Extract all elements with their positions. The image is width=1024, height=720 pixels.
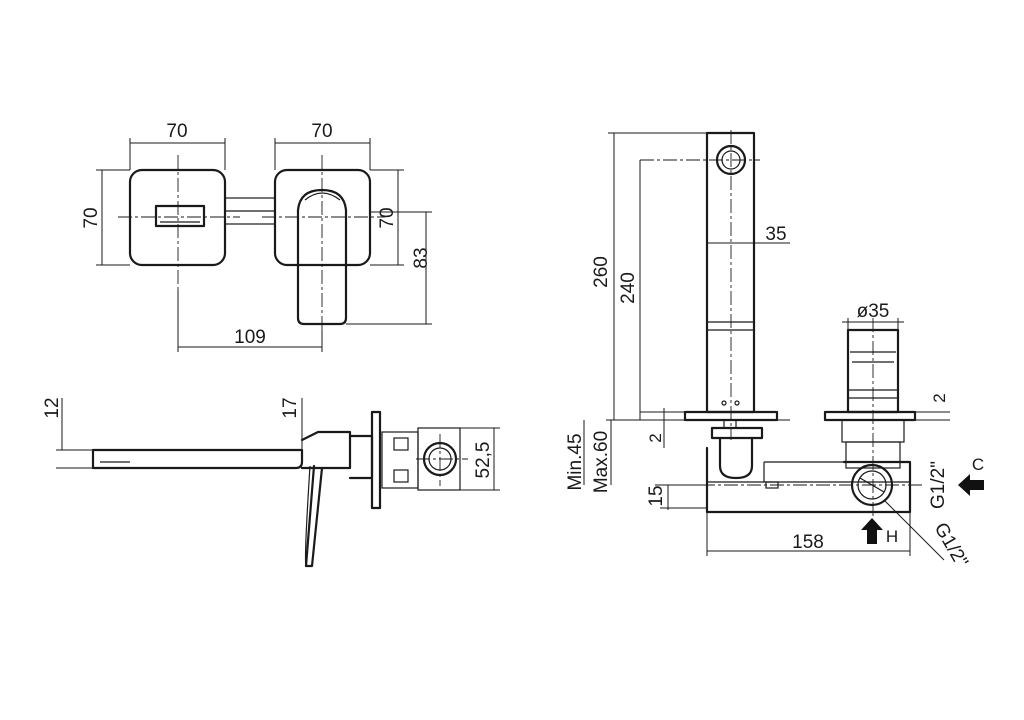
arrow-hot-icon bbox=[861, 518, 883, 544]
dim-inlet-offset: 15 bbox=[646, 485, 667, 506]
label-hot: H bbox=[886, 527, 898, 546]
mixer-wall-plate bbox=[823, 410, 917, 422]
right-plate bbox=[273, 168, 372, 267]
dim-cartridge-diameter: ø35 bbox=[857, 301, 890, 322]
dim-width-left: 70 bbox=[166, 121, 187, 142]
section-view: 260 240 35 ø35 2 2 Min.45 Max.60 15 bbox=[565, 130, 984, 571]
dim-handle-depth: 83 bbox=[411, 247, 432, 268]
front-view: 70 70 70 70 83 109 bbox=[81, 121, 432, 352]
valve-body bbox=[381, 431, 419, 489]
cartridge bbox=[846, 328, 900, 414]
side-view: 12 17 52,5 bbox=[42, 397, 500, 568]
label-cold: C bbox=[972, 455, 984, 474]
dim-spout-width: 35 bbox=[765, 224, 786, 245]
dim-outlet-height: 240 bbox=[618, 272, 639, 304]
dim-spout-thickness: 12 bbox=[42, 397, 63, 418]
dim-plate-gap-left: 2 bbox=[646, 433, 665, 442]
spout-body bbox=[300, 430, 352, 470]
dim-height-right: 70 bbox=[377, 207, 398, 228]
dim-spacing: 109 bbox=[234, 327, 266, 348]
dim-handle-offset: 17 bbox=[280, 397, 301, 418]
dim-body-length: 158 bbox=[792, 532, 824, 553]
dim-min-depth: Min.45 bbox=[565, 433, 586, 490]
spout bbox=[91, 448, 304, 470]
dim-height-left: 70 bbox=[81, 207, 102, 228]
side-lever bbox=[304, 464, 324, 568]
arrow-cold-icon bbox=[958, 474, 984, 496]
label-thread-cold: G1/2" bbox=[928, 461, 949, 509]
dim-total-height: 260 bbox=[591, 256, 612, 288]
dim-body-depth: 52,5 bbox=[473, 442, 494, 479]
spout-connector bbox=[710, 426, 764, 440]
dim-max-depth: Max.60 bbox=[591, 431, 612, 493]
side-wall-plate bbox=[370, 410, 382, 510]
dim-width-right: 70 bbox=[311, 121, 332, 142]
lever-handle bbox=[296, 188, 348, 326]
diverter-knob bbox=[154, 204, 206, 228]
left-plate bbox=[128, 168, 227, 267]
dim-plate-gap-right: 2 bbox=[930, 393, 949, 402]
label-thread-hot: G1/2" bbox=[930, 519, 972, 571]
